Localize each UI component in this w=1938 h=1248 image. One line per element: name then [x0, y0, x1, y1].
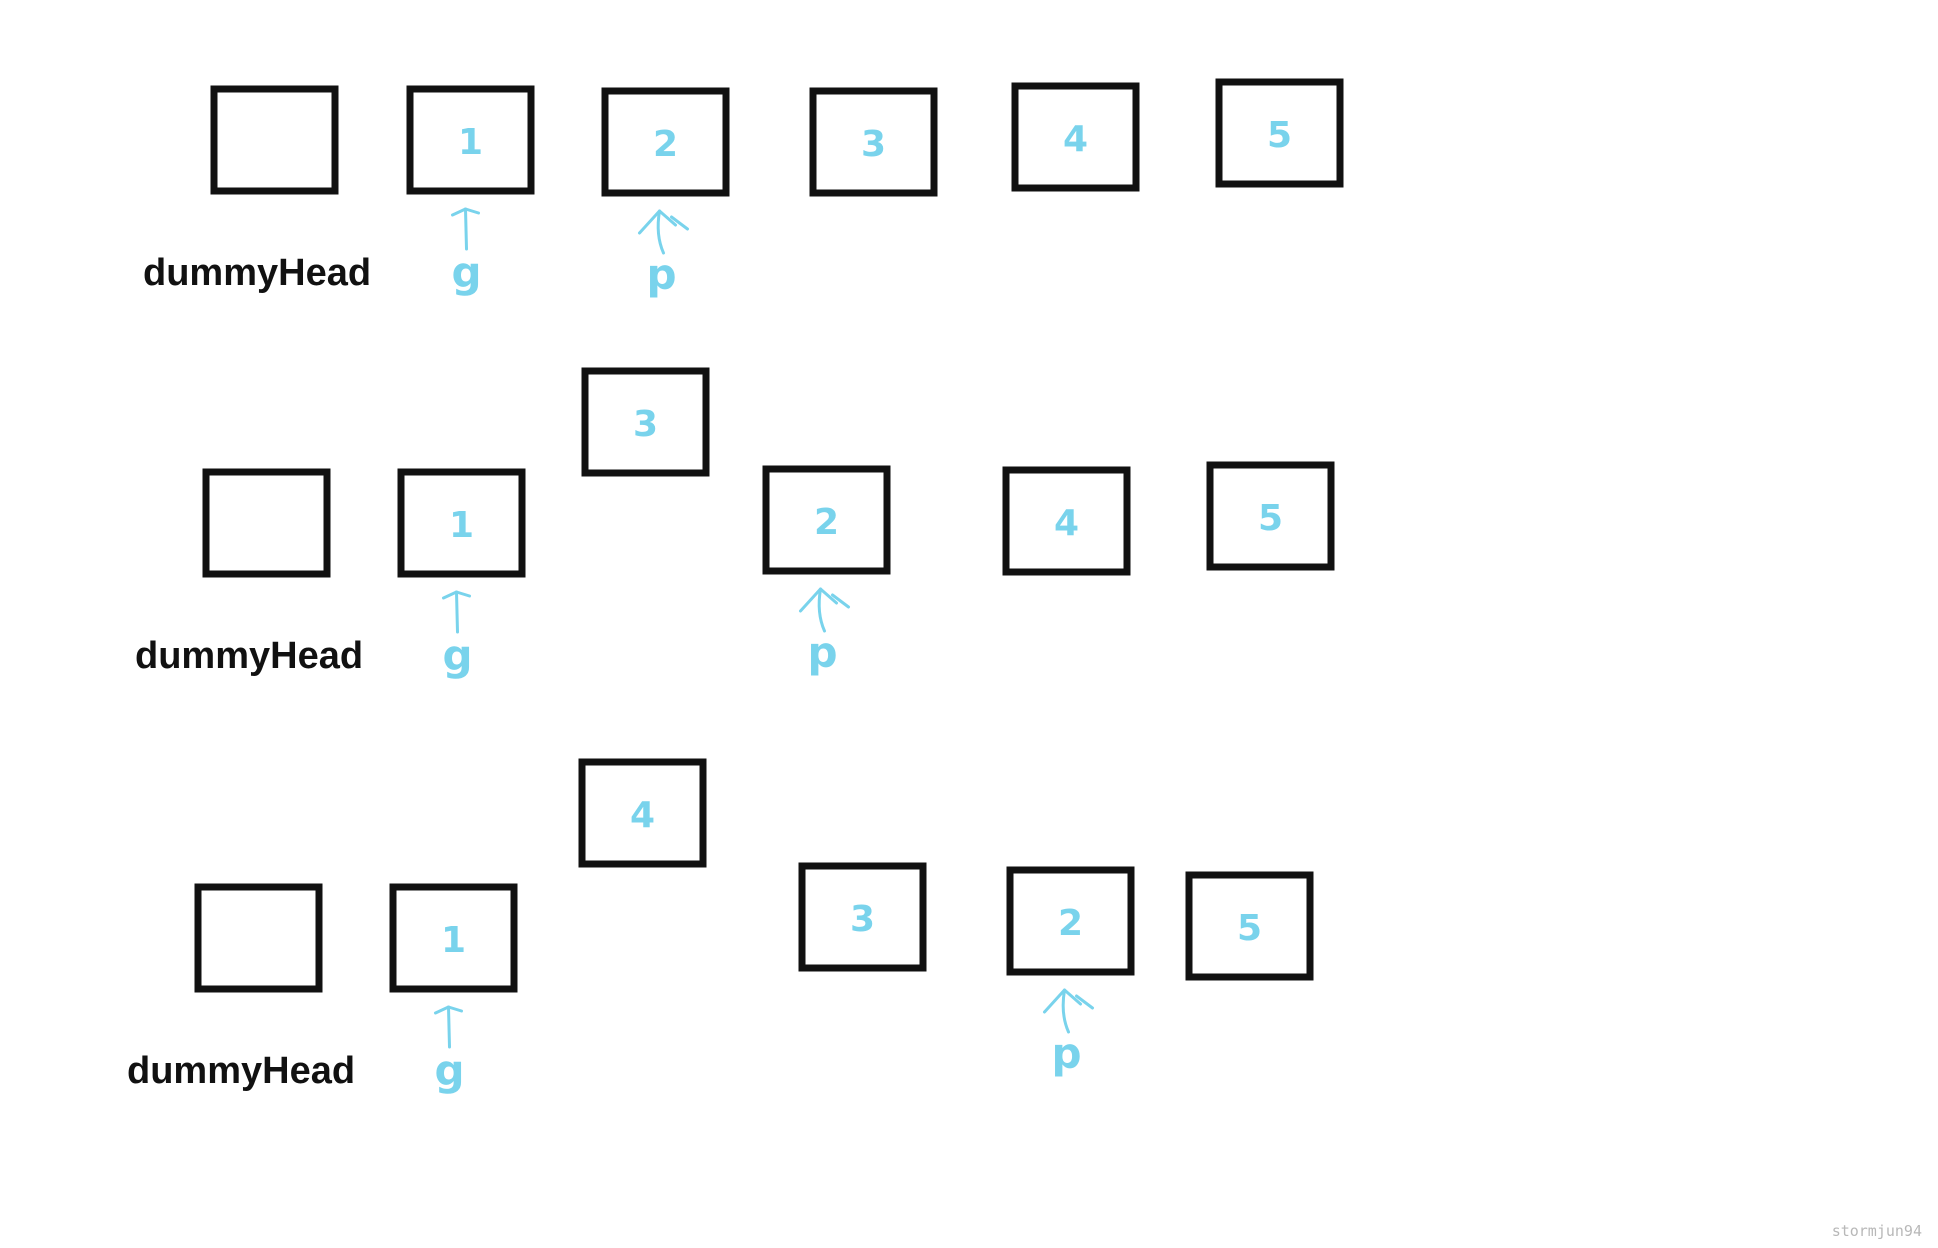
- g-arrow-head: [451, 207, 480, 217]
- g-arrow-shaft: [455, 590, 459, 634]
- list-node: 1g: [397, 468, 526, 680]
- node-box: [1002, 466, 1131, 576]
- node-box: [406, 85, 535, 195]
- list-node: 1g: [389, 883, 518, 1095]
- node-value: 1: [441, 920, 466, 961]
- dummy-node: [210, 85, 339, 195]
- node-box: [798, 862, 927, 972]
- watermark: stormjun94: [1831, 1222, 1922, 1240]
- g-arrow-shaft: [464, 207, 468, 251]
- node-box: [578, 758, 707, 868]
- dummy-node: [202, 468, 331, 578]
- node-value: 2: [814, 502, 839, 543]
- g-arrow-shaft: [447, 1005, 451, 1049]
- pointer-label-g: g: [442, 631, 472, 680]
- node-box: [1006, 866, 1135, 976]
- node-box: [601, 87, 730, 197]
- list-node: 3: [809, 87, 938, 197]
- p-arrow-barb: [831, 593, 850, 609]
- node-box: [1185, 871, 1314, 981]
- node-value: 4: [630, 795, 655, 836]
- dummy-head-label: dummyHead: [143, 252, 371, 294]
- list-node: 1g: [406, 85, 535, 297]
- pointer-label-g: g: [434, 1046, 464, 1095]
- g-arrow-head: [434, 1005, 463, 1015]
- list-node: 5: [1185, 871, 1314, 981]
- node-box: [194, 883, 323, 993]
- p-arrow-head: [1043, 988, 1082, 1014]
- dummy-head-label: dummyHead: [135, 635, 363, 677]
- g-arrow-head: [442, 590, 471, 600]
- list-node: 2p: [1006, 866, 1135, 1078]
- pointer-g: g: [434, 1005, 465, 1095]
- node-value: 5: [1237, 908, 1262, 949]
- list-node: 4: [1011, 82, 1140, 192]
- node-box: [202, 468, 331, 578]
- node-value: 3: [861, 124, 886, 165]
- list-node: 2p: [762, 465, 891, 677]
- pointer-g: g: [442, 590, 473, 680]
- p-arrow-head: [799, 587, 838, 613]
- dummy-node: [194, 883, 323, 993]
- node-box: [389, 883, 518, 993]
- pointer-label-p: p: [807, 628, 837, 677]
- pointer-p: p: [638, 209, 689, 299]
- p-arrow-head: [638, 209, 677, 235]
- p-arrow-shaft: [656, 209, 665, 255]
- list-node: 5: [1206, 461, 1335, 571]
- node-box: [210, 85, 339, 195]
- p-arrow-barb: [1075, 994, 1094, 1010]
- pointer-label-p: p: [646, 250, 676, 299]
- pointer-p: p: [1043, 988, 1094, 1078]
- node-box: [397, 468, 526, 578]
- pointer-p: p: [799, 587, 850, 677]
- pointer-label-g: g: [451, 248, 481, 297]
- node-value: 3: [850, 899, 875, 940]
- list-node: 4: [578, 758, 707, 868]
- node-value: 5: [1258, 498, 1283, 539]
- node-box: [581, 367, 710, 477]
- list-node: 5: [1215, 78, 1344, 188]
- node-value: 4: [1054, 503, 1079, 544]
- node-box: [1011, 82, 1140, 192]
- node-value: 4: [1063, 119, 1088, 160]
- node-box: [809, 87, 938, 197]
- p-arrow-shaft: [1061, 988, 1070, 1034]
- p-arrow-barb: [670, 215, 689, 231]
- list-node: 4: [1002, 466, 1131, 576]
- node-value: 2: [653, 124, 678, 165]
- node-value: 2: [1058, 903, 1083, 944]
- pointer-g: g: [451, 207, 482, 297]
- list-node: 3: [581, 367, 710, 477]
- node-value: 1: [449, 505, 474, 546]
- pointer-label-p: p: [1051, 1029, 1081, 1078]
- node-value: 1: [458, 122, 483, 163]
- node-box: [1206, 461, 1335, 571]
- list-node: 2p: [601, 87, 730, 299]
- dummy-head-label: dummyHead: [127, 1050, 355, 1092]
- node-value: 5: [1267, 115, 1292, 156]
- p-arrow-shaft: [817, 587, 826, 633]
- list-node: 3: [798, 862, 927, 972]
- node-box: [762, 465, 891, 575]
- node-value: 3: [633, 404, 658, 445]
- node-box: [1215, 78, 1344, 188]
